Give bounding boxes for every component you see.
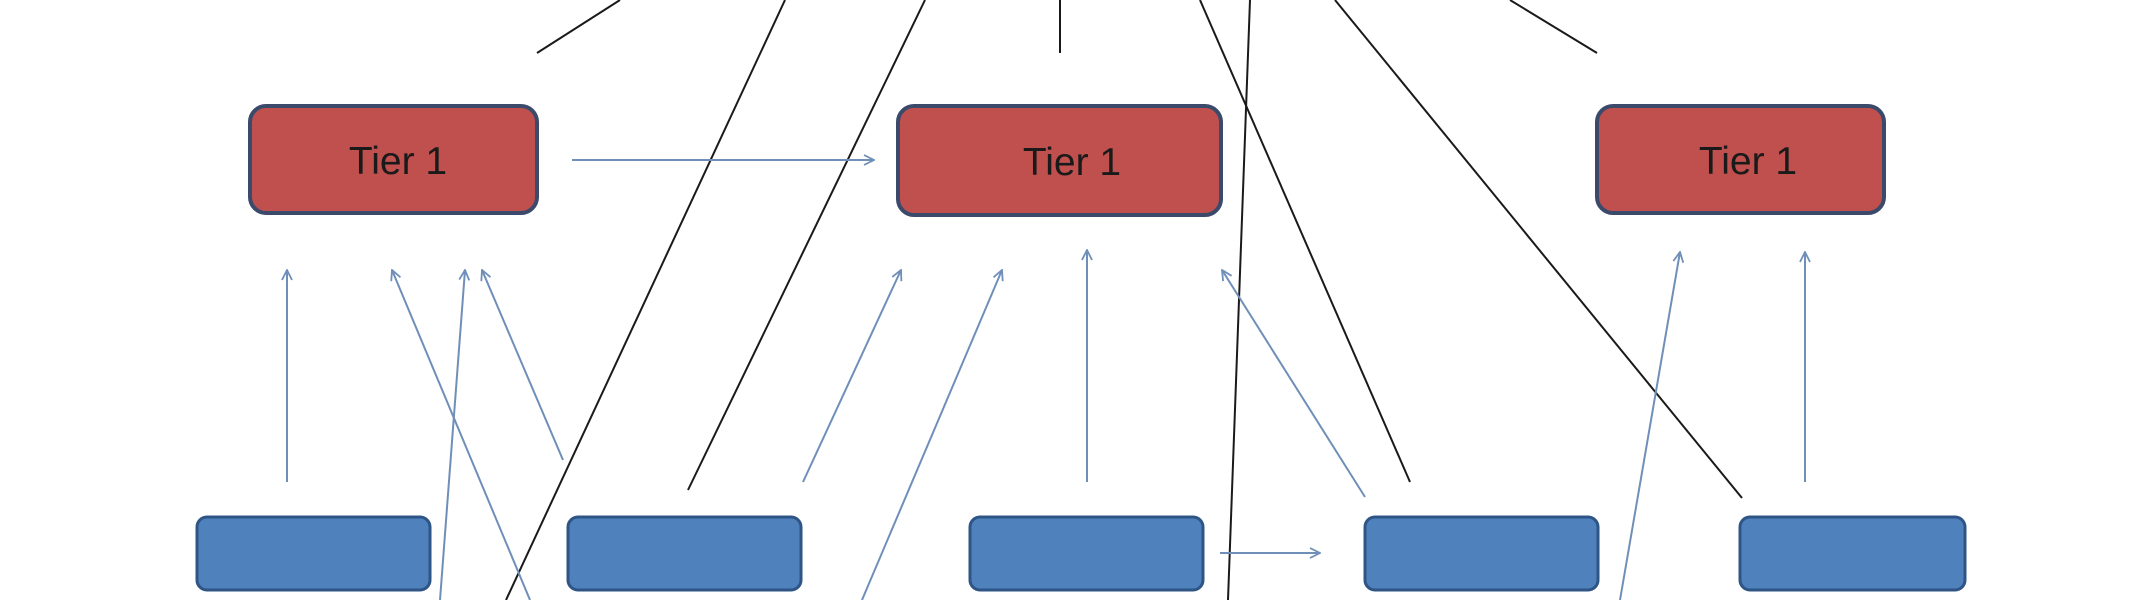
tier2-box <box>1738 515 1967 592</box>
black-lines <box>505 0 1743 600</box>
tier1-box <box>896 104 1223 217</box>
arrow <box>1619 252 1680 600</box>
tier1-box <box>248 104 539 215</box>
tier2-box <box>968 515 1205 592</box>
tier2-node <box>195 515 432 592</box>
tier1-label: Tier 1 <box>349 140 447 183</box>
tier2-box <box>566 515 803 592</box>
arrow <box>861 270 1002 600</box>
black-line <box>1509 0 1598 54</box>
black-line <box>1334 0 1743 499</box>
black-line <box>687 0 926 491</box>
arrow <box>802 270 901 483</box>
tier2-node <box>968 515 1205 592</box>
arrow <box>482 270 564 461</box>
tier2-node <box>1363 515 1600 592</box>
tier1-node: Tier 1 <box>248 104 539 215</box>
tier2-box <box>1363 515 1600 592</box>
arrow <box>1222 270 1366 498</box>
arrow <box>392 270 531 600</box>
tier2-node <box>566 515 803 592</box>
tier2-node <box>1738 515 1967 592</box>
black-line <box>505 0 786 600</box>
tier1-label: Tier 1 <box>1699 140 1797 183</box>
black-line <box>1227 0 1251 600</box>
tier2-box <box>195 515 432 592</box>
arrow <box>439 270 465 600</box>
black-line <box>536 0 621 54</box>
blue-arrows <box>287 160 1805 600</box>
tier1-node: Tier 1 <box>896 104 1223 217</box>
black-line <box>1199 0 1411 483</box>
tier1-label: Tier 1 <box>1023 141 1121 184</box>
tier1-node: Tier 1 <box>1595 104 1886 215</box>
tier1-box <box>1595 104 1886 215</box>
